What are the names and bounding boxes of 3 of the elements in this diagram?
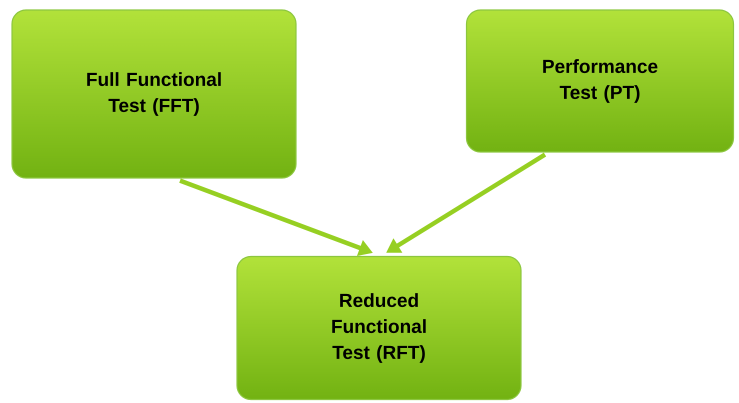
process-box: Performance Test (PT) bbox=[466, 9, 734, 153]
process-box: Reduced Functional Test (RFT) bbox=[236, 256, 522, 400]
process-box: Full Functional Test (FFT) bbox=[11, 9, 297, 179]
